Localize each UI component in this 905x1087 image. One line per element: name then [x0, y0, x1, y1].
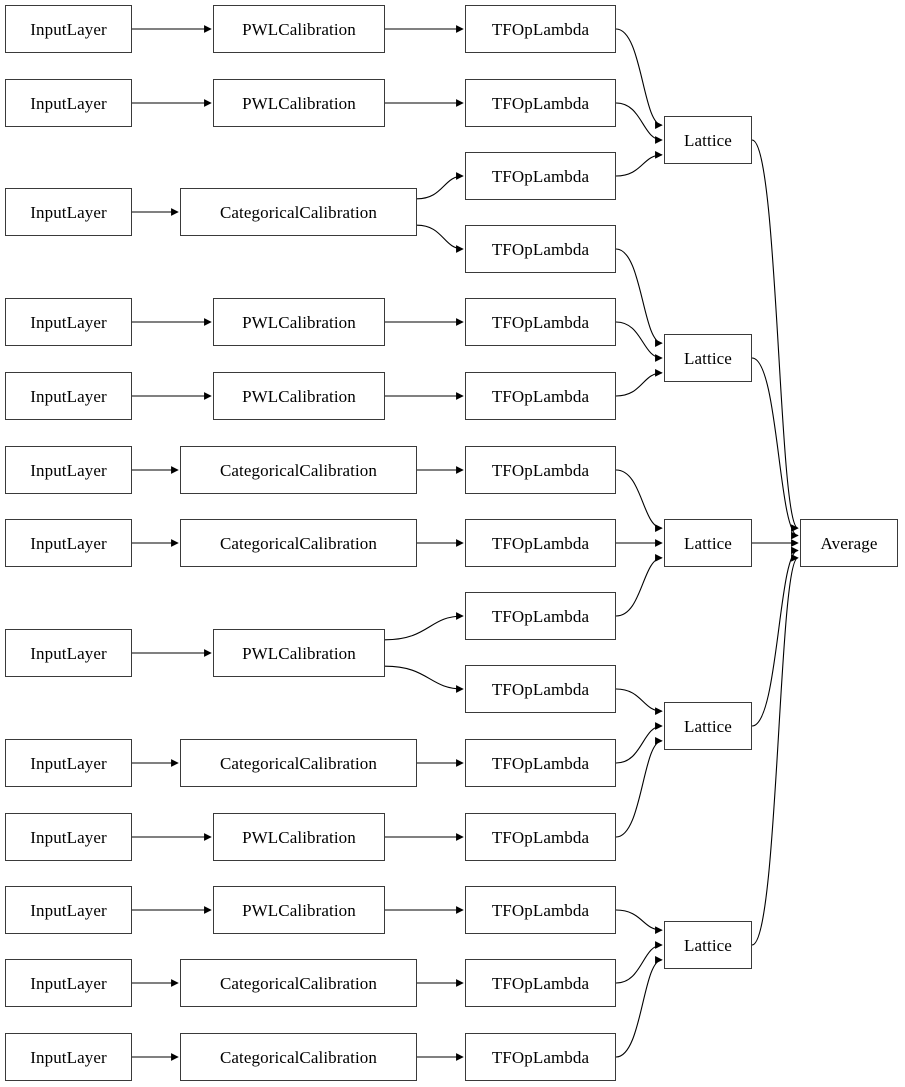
- graph-node-cal6: CategoricalCalibration: [180, 446, 417, 494]
- edge-lam4-to-lat2: [615, 248, 663, 347]
- edge-lat5-to-avg: [751, 554, 799, 946]
- graph-node-lam9: TFOpLambda: [465, 592, 616, 640]
- graph-node-in3: InputLayer: [5, 188, 132, 236]
- edge-lam11-to-lat4: [615, 722, 663, 764]
- graph-node-lam11: TFOpLambda: [465, 739, 616, 787]
- edge-lat2-to-avg: [751, 357, 799, 540]
- graph-node-cal2: PWLCalibration: [213, 79, 385, 127]
- edge-lam1-to-lat1: [615, 28, 663, 129]
- graph-node-in4: InputLayer: [5, 298, 132, 346]
- graph-node-lam12: TFOpLambda: [465, 813, 616, 861]
- graph-node-cal5: PWLCalibration: [213, 372, 385, 420]
- graph-node-lam13: TFOpLambda: [465, 886, 616, 934]
- edge-lat1-to-avg: [751, 139, 799, 532]
- graph-node-cal10: PWLCalibration: [213, 813, 385, 861]
- edge-lam14-to-lat5: [615, 941, 663, 984]
- edge-lam9-to-lat3: [615, 554, 663, 617]
- graph-node-lam2: TFOpLambda: [465, 79, 616, 127]
- graph-node-lam3: TFOpLambda: [465, 152, 616, 200]
- graph-node-lam4: TFOpLambda: [465, 225, 616, 273]
- graph-node-in10: InputLayer: [5, 813, 132, 861]
- graph-node-lat4: Lattice: [664, 702, 752, 750]
- graph-node-in5: InputLayer: [5, 372, 132, 420]
- graph-node-in13: InputLayer: [5, 1033, 132, 1081]
- graph-node-cal11: PWLCalibration: [213, 886, 385, 934]
- edge-cal3-to-lam3: [416, 172, 464, 200]
- graph-node-in6: InputLayer: [5, 446, 132, 494]
- graph-node-cal3: CategoricalCalibration: [180, 188, 417, 236]
- graph-node-lam10: TFOpLambda: [465, 665, 616, 713]
- graph-node-lat3: Lattice: [664, 519, 752, 567]
- graph-node-lam8: TFOpLambda: [465, 519, 616, 567]
- graph-node-lam1: TFOpLambda: [465, 5, 616, 53]
- graph-node-cal4: PWLCalibration: [213, 298, 385, 346]
- graph-node-in12: InputLayer: [5, 959, 132, 1007]
- graph-node-lam5: TFOpLambda: [465, 298, 616, 346]
- edge-lam13-to-lat5: [615, 909, 663, 934]
- graph-node-in2: InputLayer: [5, 79, 132, 127]
- edge-lam3-to-lat1: [615, 151, 663, 177]
- edge-cal8-to-lam10: [384, 665, 464, 693]
- edge-cal3-to-lam4: [416, 224, 464, 253]
- edge-lat4-to-avg: [751, 546, 799, 727]
- graph-node-in1: InputLayer: [5, 5, 132, 53]
- graph-node-cal13: CategoricalCalibration: [180, 1033, 417, 1081]
- graph-node-cal1: PWLCalibration: [213, 5, 385, 53]
- graph-node-avg: Average: [800, 519, 898, 567]
- graph-node-cal8: PWLCalibration: [213, 629, 385, 677]
- edge-lam2-to-lat1: [615, 102, 663, 144]
- edge-lam5-to-lat2: [615, 321, 663, 362]
- graph-node-lam14: TFOpLambda: [465, 959, 616, 1007]
- edge-cal8-to-lam9: [384, 612, 464, 641]
- graph-node-lam7: TFOpLambda: [465, 446, 616, 494]
- graph-node-in7: InputLayer: [5, 519, 132, 567]
- graph-node-lat5: Lattice: [664, 921, 752, 969]
- edge-lam7-to-lat3: [615, 469, 663, 532]
- edge-lam10-to-lat4: [615, 688, 663, 715]
- graph-node-in11: InputLayer: [5, 886, 132, 934]
- edge-lam6-to-lat2: [615, 369, 663, 397]
- graph-node-lat1: Lattice: [664, 116, 752, 164]
- graph-node-lam15: TFOpLambda: [465, 1033, 616, 1081]
- graph-node-lat2: Lattice: [664, 334, 752, 382]
- graph-node-in8: InputLayer: [5, 629, 132, 677]
- graph-node-cal12: CategoricalCalibration: [180, 959, 417, 1007]
- graph-node-cal9: CategoricalCalibration: [180, 739, 417, 787]
- graph-node-lam6: TFOpLambda: [465, 372, 616, 420]
- graph-node-in9: InputLayer: [5, 739, 132, 787]
- graph-node-cal7: CategoricalCalibration: [180, 519, 417, 567]
- edge-lam12-to-lat4: [615, 737, 663, 838]
- edge-lam15-to-lat5: [615, 956, 663, 1058]
